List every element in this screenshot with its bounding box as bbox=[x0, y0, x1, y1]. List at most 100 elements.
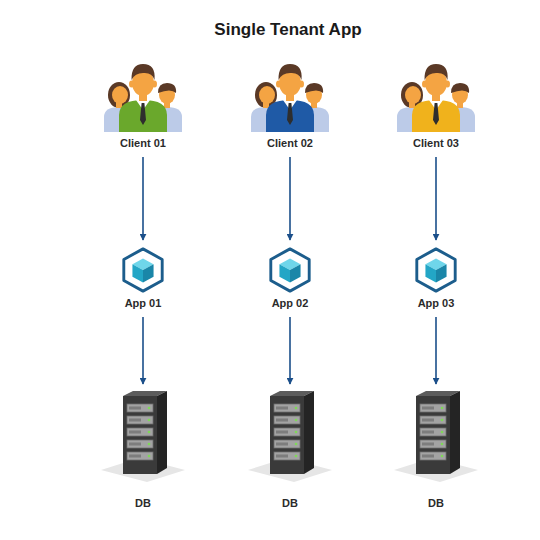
drive-slot bbox=[276, 443, 288, 446]
drive-led bbox=[148, 407, 151, 410]
drive-led bbox=[441, 419, 444, 422]
drive-led bbox=[441, 407, 444, 410]
diagram-title: Single Tenant App bbox=[138, 20, 438, 40]
drive-bay bbox=[420, 452, 446, 460]
face bbox=[112, 86, 128, 104]
cube-left bbox=[425, 264, 436, 282]
drive-led bbox=[148, 431, 151, 434]
drive-slot bbox=[276, 431, 288, 434]
drive-slot bbox=[276, 419, 288, 422]
flow-arrow bbox=[435, 317, 437, 384]
node-label: DB bbox=[428, 496, 444, 510]
server-front bbox=[270, 396, 304, 474]
cube-outline bbox=[271, 249, 309, 291]
drive-slot bbox=[129, 419, 141, 422]
drive-slot bbox=[422, 407, 434, 410]
shirt bbox=[266, 100, 314, 132]
hair bbox=[158, 83, 176, 93]
drive-bay bbox=[127, 452, 153, 460]
node-label: App 03 bbox=[418, 296, 455, 310]
flow-arrow bbox=[142, 157, 144, 240]
hair bbox=[131, 64, 154, 80]
drive-bay bbox=[420, 404, 446, 412]
drive-slot bbox=[422, 419, 434, 422]
server-side bbox=[304, 391, 314, 474]
drive-bay bbox=[274, 428, 300, 436]
app-node: App 02 bbox=[250, 246, 330, 310]
database-node: DB bbox=[386, 390, 486, 510]
drive-led bbox=[295, 431, 298, 434]
app-cube-icon bbox=[266, 246, 314, 294]
server-icon bbox=[93, 390, 193, 482]
flow-arrow bbox=[142, 317, 144, 384]
drive-led bbox=[295, 455, 298, 458]
flow-arrow bbox=[435, 157, 437, 240]
drive-led bbox=[441, 431, 444, 434]
cube-left bbox=[132, 264, 143, 282]
cube-outline bbox=[417, 249, 455, 291]
drive-slot bbox=[129, 455, 141, 458]
drive-bay bbox=[127, 440, 153, 448]
app-cube-icon bbox=[119, 246, 167, 294]
drive-slot bbox=[422, 443, 434, 446]
drive-slot bbox=[276, 407, 288, 410]
client-group-icon bbox=[240, 62, 340, 132]
drive-led bbox=[148, 455, 151, 458]
drive-slot bbox=[129, 431, 141, 434]
cube-right bbox=[290, 264, 301, 282]
database-node: DB bbox=[93, 390, 193, 510]
drive-led bbox=[148, 443, 151, 446]
drive-slot bbox=[129, 407, 141, 410]
server-icon bbox=[386, 390, 486, 482]
drive-bay bbox=[274, 440, 300, 448]
client-node: Client 03 bbox=[386, 62, 486, 150]
node-label: DB bbox=[135, 496, 151, 510]
client-node: Client 02 bbox=[240, 62, 340, 150]
client-group-icon bbox=[386, 62, 486, 132]
node-label: Client 03 bbox=[413, 136, 459, 150]
face bbox=[405, 86, 421, 104]
drive-led bbox=[295, 419, 298, 422]
server-front bbox=[123, 396, 157, 474]
flow-arrow bbox=[289, 317, 291, 384]
cube-left bbox=[279, 264, 290, 282]
node-label: Client 02 bbox=[267, 136, 313, 150]
shirt bbox=[119, 100, 167, 132]
drive-bay bbox=[127, 404, 153, 412]
server-front bbox=[416, 396, 450, 474]
hair bbox=[278, 64, 301, 80]
tie bbox=[140, 103, 146, 125]
tie bbox=[433, 103, 439, 125]
node-label: App 01 bbox=[125, 296, 162, 310]
drive-led bbox=[295, 407, 298, 410]
drive-led bbox=[441, 443, 444, 446]
hair bbox=[305, 83, 323, 93]
server-side bbox=[450, 391, 460, 474]
drive-bay bbox=[274, 452, 300, 460]
app-node: App 03 bbox=[396, 246, 476, 310]
client-node: Client 01 bbox=[93, 62, 193, 150]
drive-slot bbox=[276, 455, 288, 458]
face bbox=[259, 86, 275, 104]
drive-slot bbox=[422, 455, 434, 458]
drive-bay bbox=[420, 440, 446, 448]
drive-slot bbox=[422, 431, 434, 434]
node-label: DB bbox=[282, 496, 298, 510]
drive-led bbox=[441, 455, 444, 458]
hair bbox=[424, 64, 447, 80]
drive-bay bbox=[420, 428, 446, 436]
drive-slot bbox=[129, 443, 141, 446]
server-icon bbox=[240, 390, 340, 482]
drive-led bbox=[148, 419, 151, 422]
drive-bay bbox=[420, 416, 446, 424]
hair bbox=[451, 83, 469, 93]
drive-bay bbox=[274, 404, 300, 412]
server-side bbox=[157, 391, 167, 474]
drive-bay bbox=[274, 416, 300, 424]
cube-right bbox=[436, 264, 447, 282]
node-label: App 02 bbox=[272, 296, 309, 310]
drive-led bbox=[295, 443, 298, 446]
app-node: App 01 bbox=[103, 246, 183, 310]
drive-bay bbox=[127, 416, 153, 424]
